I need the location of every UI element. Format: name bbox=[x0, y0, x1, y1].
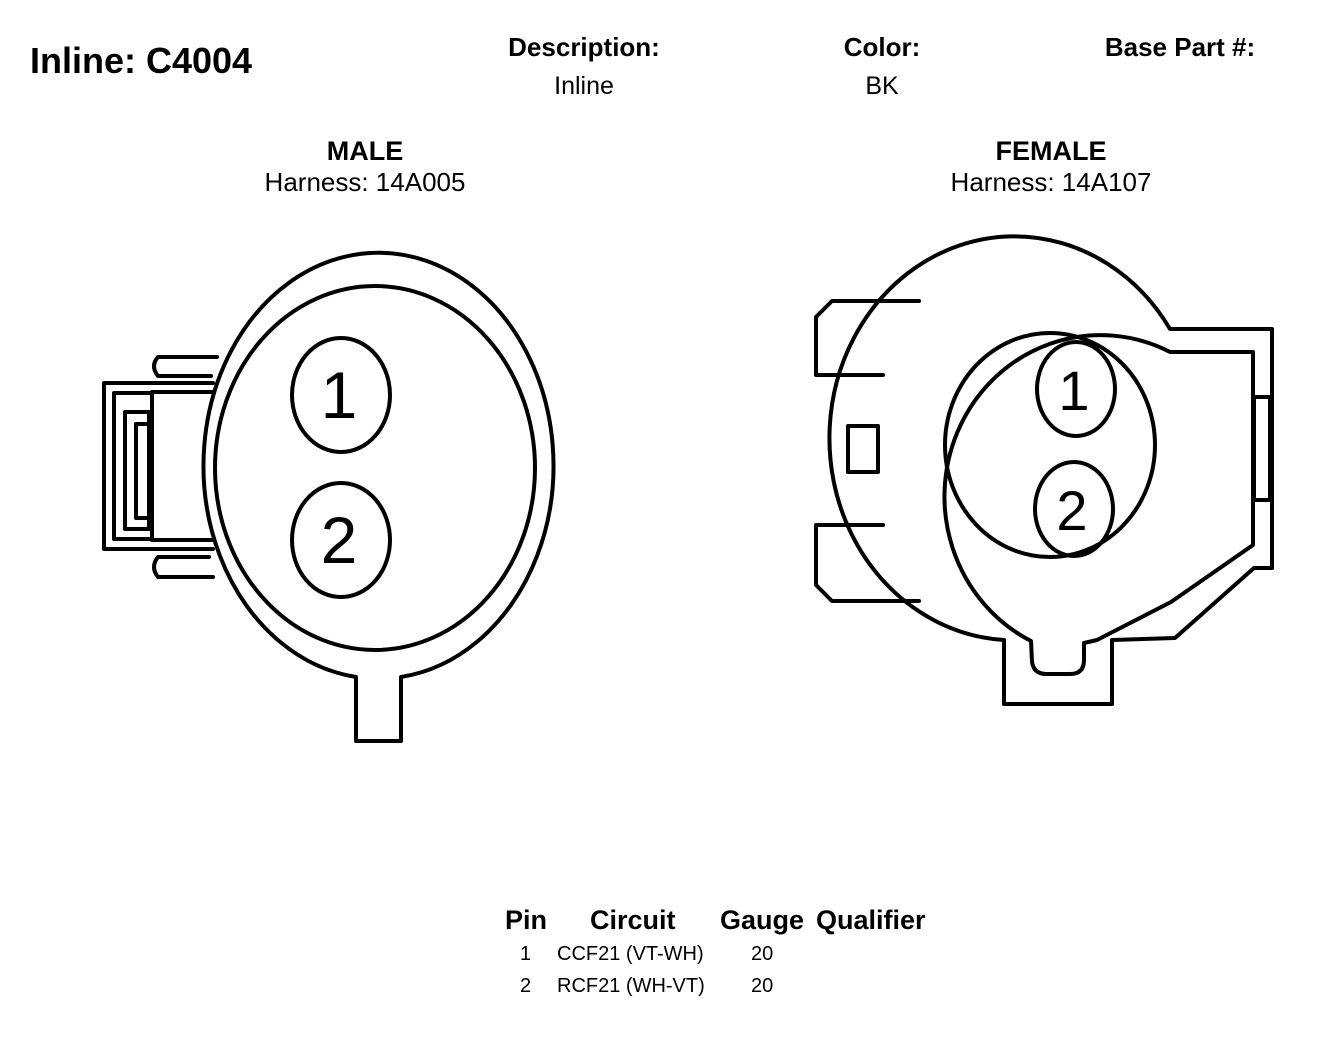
female-pin-2-label: 2 bbox=[1056, 479, 1087, 542]
male-inner-face bbox=[213, 284, 537, 652]
color-label: Color: bbox=[843, 32, 921, 62]
female-pin-1-cavity bbox=[1035, 340, 1117, 438]
male-pin-2-cavity bbox=[290, 481, 392, 599]
pin-table-header-gauge: Gauge bbox=[720, 905, 805, 935]
pin-table-header-pin: Pin bbox=[505, 905, 548, 935]
circuit-value: RCF21 (WH-VT) bbox=[557, 975, 705, 997]
female-inner-ring bbox=[942, 333, 1255, 676]
male-view-title: MALE bbox=[326, 136, 404, 166]
connector-title: Inline: C4004 bbox=[30, 40, 253, 81]
pin-number: 1 bbox=[520, 943, 532, 965]
female-pin-1-label: 1 bbox=[1058, 359, 1089, 422]
gauge-value: 20 bbox=[751, 943, 774, 965]
female-outer-shell bbox=[827, 234, 1274, 706]
gauge-value: 20 bbox=[751, 975, 774, 997]
male-pin-1-cavity bbox=[290, 336, 392, 454]
male-connector-face bbox=[102, 250, 556, 743]
pin-table-header-qualifier: Qualifier bbox=[816, 905, 926, 935]
male-side-latch bbox=[102, 355, 219, 579]
male-harness-label: Harness: 14A005 bbox=[264, 167, 466, 197]
description-label: Description: bbox=[508, 32, 660, 62]
female-right-rail bbox=[1252, 395, 1272, 502]
male-pin-2-label: 2 bbox=[321, 503, 358, 577]
color-value: BK bbox=[865, 72, 899, 100]
circuit-value: CCF21 (VT-WH) bbox=[557, 943, 704, 965]
pin-table-header-circuit: Circuit bbox=[590, 905, 676, 935]
female-pin-2-cavity bbox=[1033, 460, 1115, 558]
description-value: Inline bbox=[554, 72, 614, 100]
pin-number: 2 bbox=[520, 975, 532, 997]
female-connector-face bbox=[814, 234, 1274, 706]
female-harness-label: Harness: 14A107 bbox=[950, 167, 1152, 197]
female-inner-face bbox=[943, 331, 1157, 559]
male-outer-shell bbox=[201, 250, 556, 743]
male-pin-1-label: 1 bbox=[321, 358, 358, 432]
base-part-label: Base Part #: bbox=[1104, 32, 1256, 62]
female-view-title: FEMALE bbox=[995, 136, 1107, 166]
